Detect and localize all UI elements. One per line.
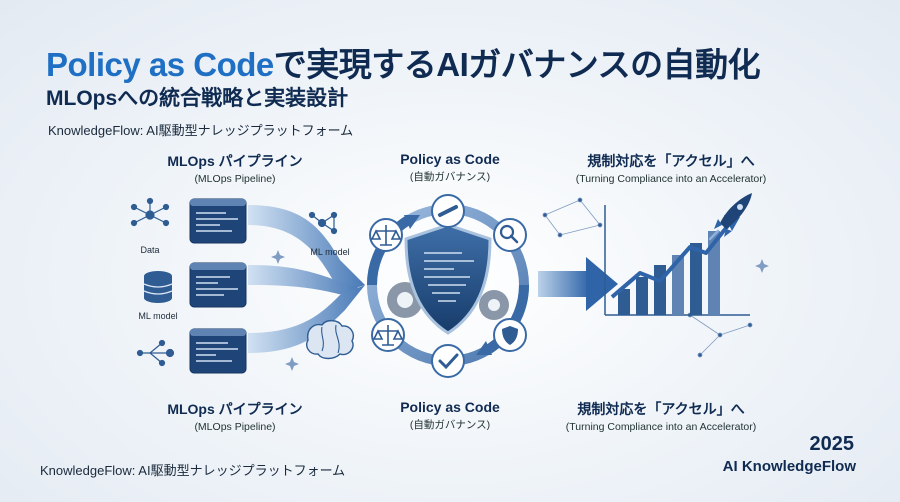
- scale-badge-icon-bottom: [371, 318, 405, 352]
- database-icon: [143, 271, 173, 303]
- ml-model-icon: [308, 211, 338, 235]
- page-subtitle: MLOpsへの統合戦略と実装設計: [46, 87, 349, 110]
- ml-model-label-left: ML model: [138, 311, 177, 321]
- search-badge-icon: [493, 218, 527, 252]
- sparkle-decor: [271, 250, 769, 371]
- code-window-2: [189, 262, 247, 308]
- output-arrow: [538, 257, 618, 311]
- year-label: 2025: [809, 433, 855, 455]
- column-subtitle: (自動ガバナンス): [409, 419, 491, 431]
- shield-icon: [404, 223, 492, 335]
- column-subtitle: (Turning Compliance into an Accelerator): [575, 173, 767, 185]
- column-heading-accelerator: 規制対応を「アクセル」へ (Turning Compliance into an…: [546, 151, 796, 185]
- data-source-icon: [130, 197, 170, 227]
- ml-model-label-right: ML model: [310, 247, 349, 257]
- shield-badge-icon: [493, 318, 527, 352]
- scale-badge-icon-top: [369, 218, 403, 252]
- column-title: 規制対応を「アクセル」へ: [577, 401, 745, 417]
- column-subtitle: (Turning Compliance into an Accelerator): [565, 421, 757, 433]
- column-title: 規制対応を「アクセル」へ: [587, 153, 755, 169]
- code-window-3: [189, 328, 247, 374]
- data-label: Data: [140, 245, 159, 255]
- growth-chart-icon: [604, 205, 750, 316]
- title-rest: で実現するAIガバナンスの自動化: [273, 46, 761, 83]
- brand-caption-bottom: KnowledgeFlow: AI駆動型ナレッジプラットフォーム: [40, 463, 346, 478]
- column-subtitle: (MLOps Pipeline): [194, 421, 276, 433]
- column-heading-mlops: MLOps パイプライン (MLOps Pipeline): [150, 151, 320, 185]
- rocket-icon: [708, 193, 752, 241]
- brand-caption-top: KnowledgeFlow: AI駆動型ナレッジプラットフォーム: [48, 123, 354, 138]
- brain-icon: [306, 319, 354, 360]
- column-title: Policy as Code: [400, 151, 500, 167]
- column-caption-mlops: MLOps パイプライン (MLOps Pipeline): [150, 399, 320, 433]
- column-heading-policy: Policy as Code (自動ガバナンス): [370, 151, 530, 184]
- check-badge-icon: [431, 344, 465, 378]
- column-subtitle: (自動ガバナンス): [409, 171, 491, 183]
- column-caption-policy: Policy as Code (自動ガバナンス): [370, 399, 530, 432]
- network-constellation: [542, 197, 753, 358]
- column-title: MLOps パイプライン: [167, 401, 303, 417]
- governance-flow-diagram: Data ML model ML model: [130, 193, 769, 378]
- column-title: Policy as Code: [400, 399, 500, 415]
- column-title: MLOps パイプライン: [167, 153, 303, 169]
- page-title: Policy as Codeで実現するAIガバナンスの自動化: [46, 38, 761, 86]
- column-caption-accelerator: 規制対応を「アクセル」へ (Turning Compliance into an…: [536, 399, 786, 433]
- footer-brand-name: AI KnowledgeFlow: [722, 458, 856, 475]
- network-icon: [136, 339, 175, 367]
- column-subtitle: (MLOps Pipeline): [194, 173, 276, 185]
- title-accent: Policy as Code: [46, 46, 274, 83]
- pipeline-flow-streams: [248, 205, 365, 353]
- code-window-1: [189, 198, 247, 244]
- link-badge-icon: [431, 194, 465, 228]
